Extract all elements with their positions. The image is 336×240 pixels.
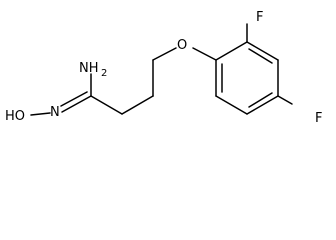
atom-labels: HO N NH 2 O F F: [5, 10, 322, 126]
fluorine-top-label: F: [256, 10, 263, 25]
bond-c4-o: [152, 47, 177, 61]
ring-bond-5-6: [215, 95, 248, 115]
ring-bond-4-5: [246, 95, 279, 115]
ring-bond-1-2: [215, 41, 248, 61]
amine-subscript: 2: [101, 68, 107, 79]
bonds: [30, 23, 293, 116]
ring-bond-2-3-inner: [248, 48, 273, 64]
bond-n-oh: [30, 112, 51, 116]
bond-c-n-single: [61, 95, 92, 113]
amine-label: NH: [79, 61, 99, 76]
bond-c2-c3: [121, 95, 154, 115]
imine-nitrogen-label: N: [50, 105, 60, 120]
fluorine-bottom-label: F: [315, 111, 322, 126]
ring-bond-2-3: [246, 41, 279, 61]
chemical-structure: HO N NH 2 O F F: [5, 10, 322, 126]
ring-bond-4-5-inner: [248, 92, 273, 108]
bond-c1-c2: [90, 95, 123, 115]
hydroxy-label: HO: [5, 109, 25, 124]
bond-ring-f-bottom: [277, 95, 293, 105]
ether-oxygen-label: O: [177, 38, 187, 53]
bond-c-n-double: [60, 91, 88, 107]
bond-o-ring: [192, 47, 217, 61]
